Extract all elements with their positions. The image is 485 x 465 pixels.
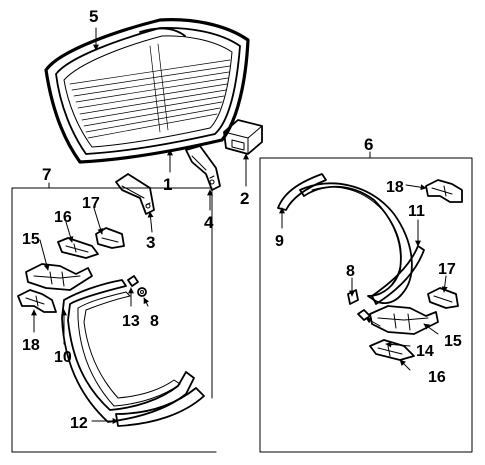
moulding-part-11 — [299, 182, 413, 304]
group-box-7 — [11, 182, 217, 453]
moulding-strip-right-lower — [371, 245, 425, 305]
callout-8-right: 8 — [346, 263, 355, 280]
hinge-part-14 — [357, 309, 371, 321]
callout-17-right: 17 — [438, 261, 456, 278]
callout-18-right: 18 — [386, 179, 404, 196]
callout-12: 12 — [70, 415, 88, 432]
bracket-part-2 — [223, 119, 263, 155]
callout-10: 10 — [54, 349, 72, 366]
nut-part-8-left — [137, 287, 147, 297]
leader-lines — [31, 27, 448, 424]
weatherstrip-part-10 — [61, 279, 195, 423]
hinge-part-18-left — [17, 289, 57, 313]
hinge-part-17-left — [95, 227, 125, 249]
callout-17-left: 17 — [82, 195, 100, 212]
callout-9: 9 — [275, 233, 284, 250]
clip-part-13 — [127, 275, 139, 287]
callout-1: 1 — [163, 175, 172, 194]
hinge-bracket-part-4 — [185, 145, 221, 191]
callout-14: 14 — [416, 343, 434, 360]
moulding-part-9 — [277, 173, 327, 211]
hinge-part-16-left — [57, 237, 99, 259]
callout-6: 6 — [364, 135, 373, 154]
hinge-part-15-right — [369, 305, 439, 335]
callout-labels: 5 1 2 3 4 7 6 15 16 17 18 10 13 8 12 9 8… — [22, 7, 462, 432]
hinge-bracket-part-3 — [115, 173, 155, 215]
callout-15-right: 15 — [444, 333, 462, 350]
callout-8-left: 8 — [150, 313, 159, 330]
hinge-part-16-right — [369, 339, 415, 361]
callout-18-left: 18 — [22, 337, 40, 354]
hinge-part-18-right — [425, 179, 463, 203]
callout-2: 2 — [240, 189, 249, 208]
callout-4: 4 — [204, 213, 214, 232]
callout-16-right: 16 — [428, 369, 446, 386]
rear-window-glass — [44, 18, 250, 164]
callout-5: 5 — [89, 7, 98, 26]
hinge-part-17-right — [427, 287, 459, 309]
callout-13: 13 — [122, 313, 140, 330]
group-box-6 — [259, 151, 473, 453]
clip-part-8-right — [347, 289, 359, 305]
hinge-part-15-left — [25, 263, 93, 291]
moulding-strip-part-12 — [115, 387, 205, 427]
callout-15-left: 15 — [22, 231, 40, 248]
defogger-grid — [69, 43, 231, 139]
callout-11: 11 — [408, 203, 425, 220]
callout-7: 7 — [42, 165, 51, 184]
callout-3: 3 — [146, 233, 155, 252]
callout-16-left: 16 — [54, 209, 72, 226]
